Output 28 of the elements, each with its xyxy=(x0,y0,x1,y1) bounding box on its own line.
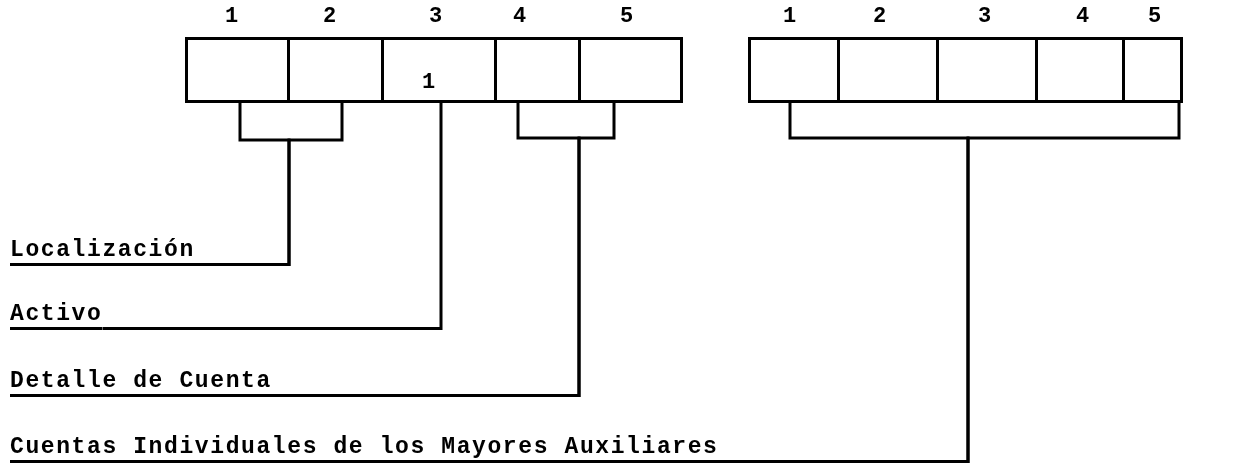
field-cell xyxy=(1035,37,1125,103)
cell-value: 1 xyxy=(422,70,436,95)
field-cell xyxy=(748,37,840,103)
field-label: Activo xyxy=(10,301,103,330)
position-number: 5 xyxy=(1148,4,1162,29)
field-cell xyxy=(185,37,290,103)
position-number: 1 xyxy=(225,4,239,29)
leader-line xyxy=(718,103,1181,463)
field-cell xyxy=(287,37,384,103)
field-label: Cuentas Individuales de los Mayores Auxiliares xyxy=(10,434,719,463)
field-cell xyxy=(494,37,581,103)
position-number: 2 xyxy=(873,4,887,29)
field-cell xyxy=(1122,37,1183,103)
leader-line xyxy=(194,103,344,266)
position-number: 1 xyxy=(783,4,797,29)
leader-line xyxy=(102,103,443,330)
field-cell xyxy=(837,37,939,103)
position-number: 3 xyxy=(978,4,992,29)
field-cell xyxy=(936,37,1038,103)
position-number: 5 xyxy=(620,4,634,29)
position-number: 4 xyxy=(1076,4,1090,29)
field-cell xyxy=(381,37,497,103)
position-number: 4 xyxy=(513,4,527,29)
position-number: 2 xyxy=(323,4,337,29)
field-cell xyxy=(578,37,683,103)
position-number: 3 xyxy=(429,4,443,29)
field-label: Detalle de Cuenta xyxy=(10,368,272,397)
field-label: Localización xyxy=(10,237,195,266)
